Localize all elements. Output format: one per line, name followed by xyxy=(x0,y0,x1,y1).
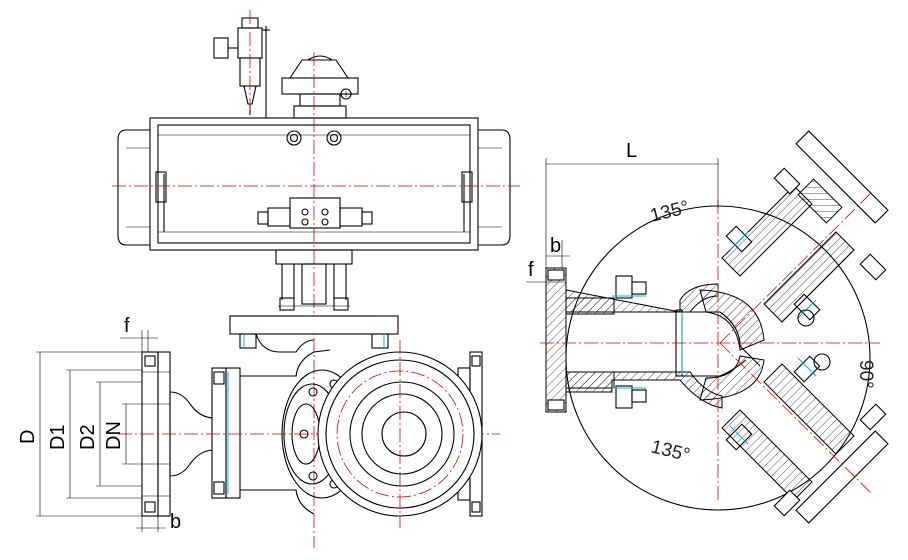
dim-label-D: D xyxy=(17,430,39,444)
dim-label-f-right: f xyxy=(528,259,534,281)
angle-label-top: 135° xyxy=(648,197,691,227)
bonnet-flange xyxy=(229,315,399,353)
angle-label-right: 90° xyxy=(855,360,876,389)
dim-label-D1: D1 xyxy=(47,424,69,450)
angle-label-bottom: 135° xyxy=(649,436,692,466)
dim-label-L: L xyxy=(626,140,637,162)
dim-label-D2: D2 xyxy=(77,424,99,450)
section-view xyxy=(545,130,889,524)
branch-flange-face xyxy=(281,340,483,528)
dim-label-b-right: b xyxy=(550,235,561,257)
dim-label-f-left: f xyxy=(124,315,130,337)
left-dimensions xyxy=(36,330,170,532)
dim-label-DN: DN xyxy=(103,421,125,450)
limit-switch-box xyxy=(281,55,359,119)
dim-label-b-left: b xyxy=(170,511,181,533)
mounting-bracket xyxy=(275,249,353,311)
right-dimensions xyxy=(526,158,719,283)
filter-regulator xyxy=(213,17,270,118)
